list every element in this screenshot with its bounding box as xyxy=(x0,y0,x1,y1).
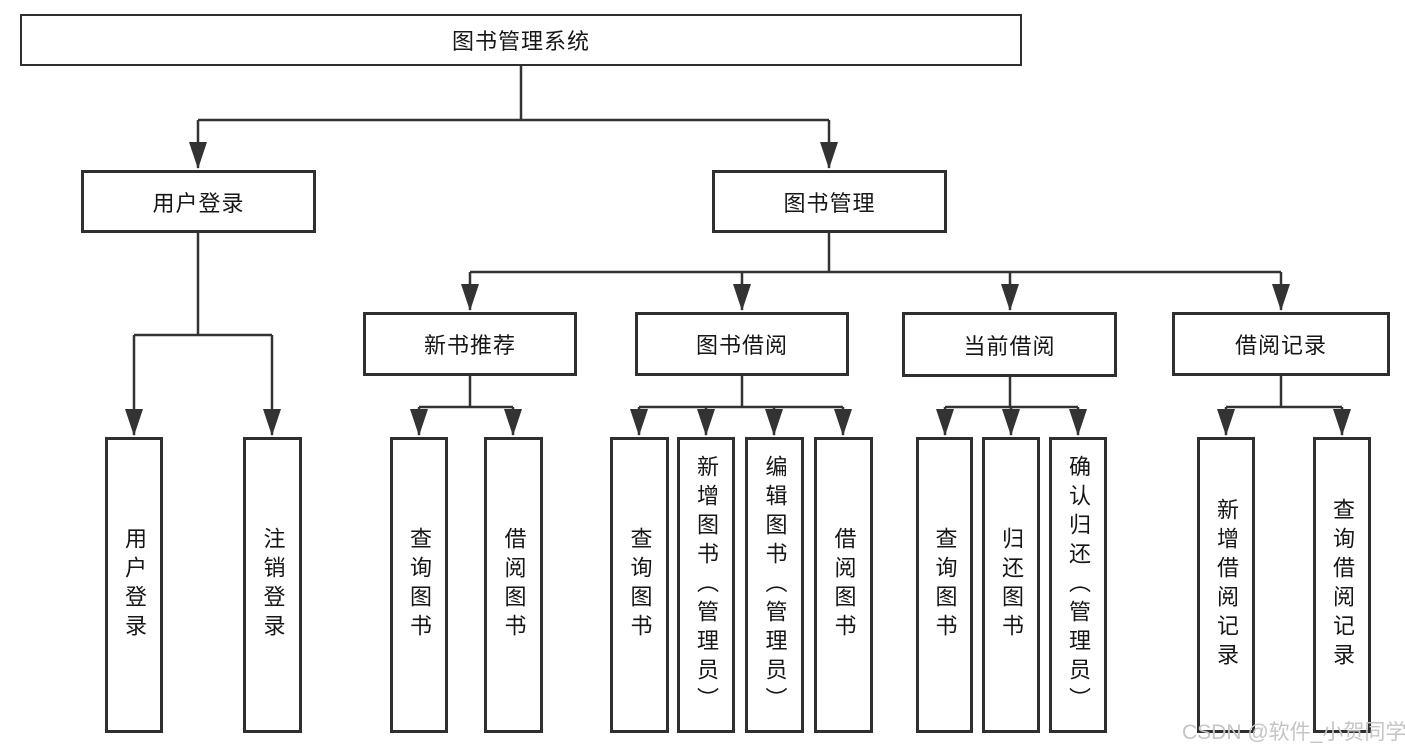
leaf-add-borrow-record: 新增借阅记录 xyxy=(1197,437,1255,733)
leaf-confirm-return-admin: 确认归还（管理员） xyxy=(1049,437,1107,733)
leaf-logout: 注销登录 xyxy=(243,437,302,733)
node-book-borrowing: 图书借阅 xyxy=(635,312,849,376)
csdn-watermark: CSDN @软件_小贺同学 xyxy=(1182,721,1405,744)
node-user-login: 用户登录 xyxy=(81,170,316,233)
node-new-book-recommend: 新书推荐 xyxy=(363,312,577,376)
leaf-query-books-borrowing: 查询图书 xyxy=(610,437,669,733)
node-current-borrowing: 当前借阅 xyxy=(902,312,1117,377)
leaf-query-books-current: 查询图书 xyxy=(916,437,973,733)
leaf-query-books-recommend: 查询图书 xyxy=(390,437,448,733)
leaf-query-borrow-record: 查询借阅记录 xyxy=(1313,437,1371,733)
leaf-borrow-books-recommend: 借阅图书 xyxy=(484,437,543,733)
leaf-return-books: 归还图书 xyxy=(982,437,1040,733)
node-book-management: 图书管理 xyxy=(712,170,947,233)
leaf-user-login: 用户登录 xyxy=(105,437,163,733)
leaf-edit-books-admin: 编辑图书（管理员） xyxy=(745,437,804,733)
node-borrowing-records: 借阅记录 xyxy=(1172,312,1390,376)
leaf-add-books-admin: 新增图书（管理员） xyxy=(677,437,735,733)
node-root-library-system: 图书管理系统 xyxy=(20,14,1022,66)
leaf-borrow-books-borrowing: 借阅图书 xyxy=(814,437,873,733)
